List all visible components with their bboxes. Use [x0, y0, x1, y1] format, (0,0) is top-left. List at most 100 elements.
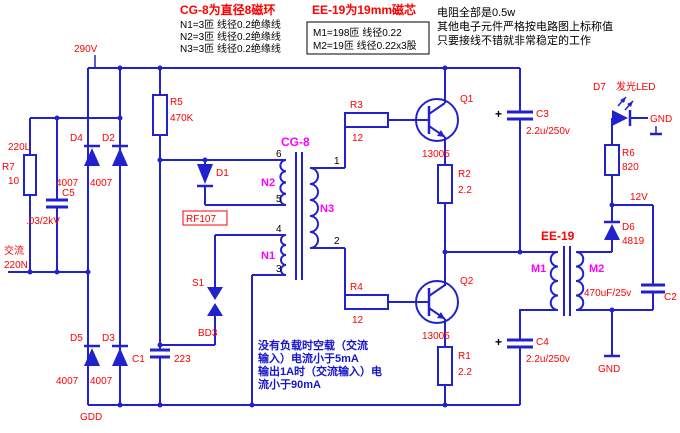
- bridge-diode-d5: [84, 344, 100, 366]
- label-gnd-led: GND: [650, 114, 672, 125]
- c4-polarity: +: [495, 335, 502, 349]
- cg8-title: CG-8为直径8磁环: [180, 2, 275, 17]
- s1-value: BD3: [198, 328, 218, 339]
- d3-value: 4007: [90, 376, 113, 387]
- c5-value: .03/2kV: [26, 216, 60, 227]
- r1-ref: R1: [458, 351, 471, 362]
- labels: CG-8为直径8磁环 N1=3匝 线径0.2绝缘线 N2=3匝 线径0.2绝缘线…: [2, 2, 677, 423]
- pin-5: 5: [276, 194, 282, 205]
- note-resistors: 电阻全部是0.5w: [437, 5, 515, 19]
- winding-m2: M2: [589, 263, 604, 275]
- capacitor-c3: [507, 110, 533, 121]
- d6-ref: D6: [622, 222, 635, 233]
- transistor-q2: [415, 280, 459, 324]
- d7-value: 发光LED: [616, 80, 655, 93]
- led-d7: [612, 96, 634, 126]
- note-components: 其他电子元件严格按电路图上标称值: [437, 19, 613, 33]
- r7-ref: R7: [2, 162, 15, 173]
- cg8-spec-n1: N1=3匝 线径0.2绝缘线: [180, 18, 281, 31]
- capacitor-c1: [150, 348, 170, 359]
- c4-ref: C4: [536, 337, 549, 348]
- label-gnd-out: GND: [598, 364, 620, 375]
- r6-ref: R6: [622, 148, 635, 159]
- ee19-spec-m1: M1=198匝 线径0.22: [313, 26, 402, 39]
- d2-value: 4007: [90, 178, 113, 189]
- r4-ref: R4: [350, 282, 363, 293]
- r2-value: 2.2: [458, 185, 472, 196]
- resistor-r4: [344, 294, 389, 310]
- capacitor-c2: [641, 283, 665, 294]
- c5-ref: C5: [62, 188, 75, 199]
- winding-n1: N1: [261, 250, 275, 262]
- r3-ref: R3: [350, 100, 363, 111]
- c1-value: 223: [174, 354, 191, 365]
- ee19-spec-box: [306, 21, 430, 55]
- d7-ref: D7: [593, 82, 606, 93]
- winding-m1: M1: [531, 263, 546, 275]
- q2-ref: Q2: [460, 276, 474, 287]
- r1-value: 2.2: [458, 367, 472, 378]
- r6-value: 820: [622, 162, 639, 173]
- wires: [8, 55, 662, 406]
- label-gdd: GDD: [80, 412, 102, 423]
- r5-value: 470K: [170, 113, 194, 124]
- winding-n3: N3: [320, 203, 334, 215]
- transformer-ee19: [549, 246, 585, 316]
- d4-value: 4007: [56, 178, 79, 189]
- load-note-line1: 没有负载时空载（交流: [258, 338, 368, 352]
- resistor-r7: [23, 154, 37, 196]
- transformer-cg8: [279, 152, 319, 280]
- d1-ref: D1: [216, 168, 229, 179]
- r3-value: 12: [352, 133, 364, 144]
- resistor-r3: [344, 112, 389, 128]
- cg8-name: CG-8: [281, 135, 310, 149]
- r7-value: 10: [8, 176, 20, 187]
- d5-value: 4007: [56, 376, 79, 387]
- note-stability: 只要接线不错就非常稳定的工作: [437, 33, 591, 47]
- r4-value: 12: [352, 315, 364, 326]
- label-12v: 12V: [630, 192, 648, 203]
- c3-polarity: +: [495, 107, 502, 121]
- transistor-q1: [415, 98, 459, 142]
- cg8-spec-n3: N3=3匝 线径0.2绝缘线: [180, 42, 281, 55]
- c1-ref: C1: [132, 354, 145, 365]
- q2-value: 13005: [422, 331, 450, 342]
- label-290v: 290V: [74, 44, 98, 55]
- label-ac: 交流: [4, 244, 24, 257]
- s1-ref: S1: [192, 278, 205, 289]
- capacitor-c5: [46, 198, 68, 209]
- d5-ref: D5: [70, 333, 83, 344]
- c2-ref: C2: [664, 292, 677, 303]
- pin-2: 2: [334, 236, 340, 247]
- resistor-r6: [604, 144, 620, 176]
- d6-value: 4819: [622, 236, 645, 247]
- d3-ref: D3: [102, 333, 115, 344]
- cg8-spec-n2: N2=3匝 线径0.2绝缘线: [180, 30, 281, 43]
- pin-3: 3: [276, 264, 282, 275]
- junction-dots: [27, 65, 615, 408]
- bridge-diode-d4: [84, 144, 100, 166]
- resistor-r2: [437, 164, 453, 204]
- c2-value: 470uF/25v: [584, 288, 631, 299]
- label-220n: 220N: [4, 260, 28, 271]
- c3-value: 2.2u/250v: [526, 126, 570, 137]
- diac-s1: [207, 287, 223, 316]
- diode-d1: [182, 164, 228, 226]
- d1-value: RF107: [186, 214, 216, 225]
- pin-4: 4: [276, 224, 282, 235]
- diode-d6: [604, 220, 620, 240]
- q1-value: 13005: [422, 149, 450, 160]
- r2-ref: R2: [458, 169, 471, 180]
- q1-ref: Q1: [460, 94, 474, 105]
- load-note-line4: 流小于90mA: [258, 377, 321, 391]
- winding-n2: N2: [261, 177, 275, 189]
- pin-1: 1: [334, 156, 340, 167]
- load-note-line3: 输出1A时（交流输入）电: [258, 364, 382, 378]
- c4-value: 2.2u/250v: [526, 354, 570, 365]
- resistor-r5: [152, 94, 168, 136]
- bridge-diode-d3: [112, 344, 128, 366]
- resistor-r1: [437, 346, 453, 386]
- d2-ref: D2: [102, 133, 115, 144]
